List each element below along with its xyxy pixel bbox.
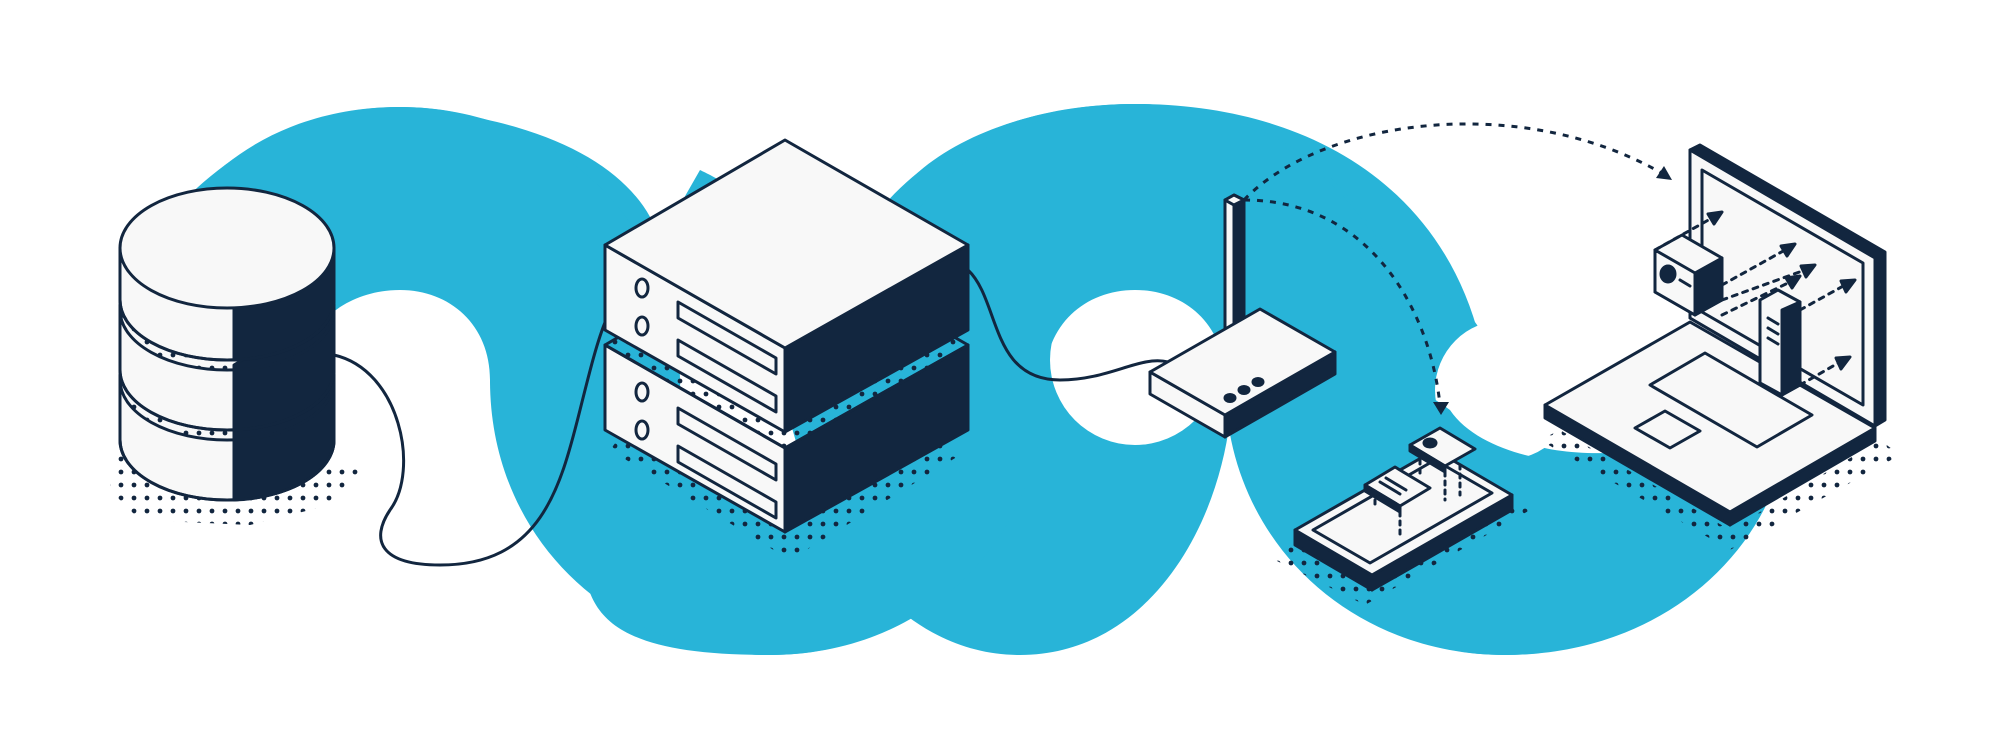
wave-hole-right [1435,320,1575,460]
smartphone-icon [1293,426,1514,592]
cable-server-router [966,268,1170,382]
laptop-icon [1543,143,1887,527]
wifi-router-icon [1148,193,1337,439]
cable-database-server [332,283,642,567]
signal-arrowhead-laptop [1656,166,1672,180]
database-icon [118,186,336,502]
server-rack-icon [603,138,970,534]
laptop-shadow [1540,430,1900,550]
wave-hole-left [315,275,485,445]
signal-arrowhead-phone [1433,402,1449,415]
signal-router-phone [1243,198,1442,406]
signal-router-laptop [1242,122,1666,202]
